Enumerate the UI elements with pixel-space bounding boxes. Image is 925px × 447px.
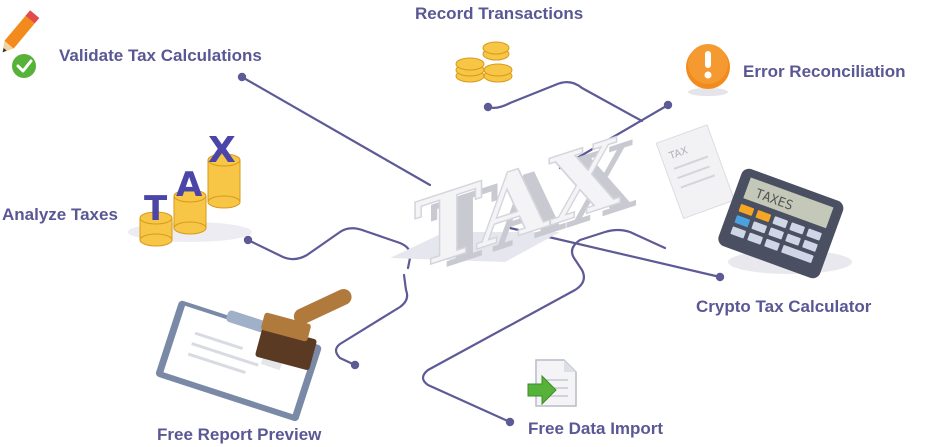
dot-validate bbox=[237, 72, 247, 82]
connector-validate bbox=[240, 75, 432, 187]
dot-crypto bbox=[715, 272, 725, 282]
pencil-checkmark-icon bbox=[2, 10, 40, 78]
dot-record bbox=[483, 102, 493, 112]
dot-error bbox=[663, 100, 673, 110]
clipboard-stamp-icon bbox=[155, 289, 352, 422]
label-free-data-import: Free Data Import bbox=[528, 419, 664, 438]
label-validate-tax-calculations: Validate Tax Calculations bbox=[59, 46, 262, 65]
coin-letter-a: A bbox=[176, 165, 203, 205]
calculator-icon: TAX TAXES bbox=[655, 124, 852, 279]
connector-analyze bbox=[246, 227, 412, 270]
dot-report bbox=[350, 360, 360, 370]
label-error-reconciliation: Error Reconciliation bbox=[743, 62, 906, 81]
connector-import bbox=[421, 228, 667, 424]
label-analyze-taxes: Analyze Taxes bbox=[2, 205, 118, 224]
connector-dots bbox=[237, 72, 725, 427]
dot-import bbox=[505, 417, 515, 427]
connector-error bbox=[558, 103, 670, 170]
coin-stacks-icon bbox=[455, 41, 513, 83]
dot-analyze bbox=[243, 235, 253, 245]
connector-record bbox=[486, 81, 644, 123]
coin-letter-x: X bbox=[208, 130, 236, 171]
label-record-transactions: Record Transactions bbox=[415, 4, 584, 23]
coin-letter-t: T bbox=[144, 189, 168, 229]
label-free-report-preview: Free Report Preview bbox=[157, 425, 322, 444]
document-import-icon bbox=[527, 359, 577, 407]
warning-exclamation-icon bbox=[686, 44, 730, 96]
connector-report bbox=[334, 273, 409, 367]
tax-letter-coins-icon: T A X bbox=[128, 130, 252, 247]
label-crypto-tax-calculator: Crypto Tax Calculator bbox=[696, 297, 872, 316]
tax-3d-letters: TAX TAX bbox=[390, 116, 637, 295]
